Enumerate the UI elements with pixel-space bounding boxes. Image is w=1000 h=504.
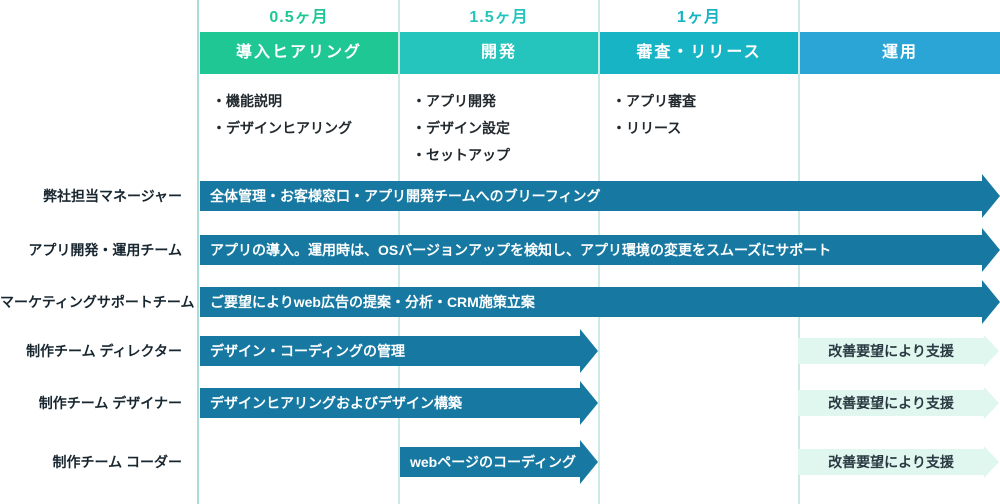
task-item: ・デザイン設定 <box>412 120 510 136</box>
grid-line <box>197 0 199 504</box>
phase-header-operation: 運用 <box>800 32 1000 74</box>
row-label-manager: 弊社担当マネージャー <box>42 188 182 204</box>
duration-label-phase2: 1.5ヶ月 <box>469 9 529 26</box>
row-label-dev-ops-team: アプリ開発・運用チーム <box>28 242 182 258</box>
timeline-arrow-coder: webページのコーディング <box>400 440 598 484</box>
timeline-arrow-designer: デザインヒアリングおよびデザイン構築 <box>200 381 598 425</box>
phase-header-development: 開発 <box>400 32 598 74</box>
row-label-director: 制作チーム ディレクター <box>26 343 182 359</box>
phase1-task-list: ・機能説明 ・デザインヒアリング <box>212 88 396 142</box>
phase-header-release: 審査・リリース <box>600 32 798 74</box>
timeline-arrow-dev-ops-team: アプリの導入。運用時は、OSバージョンアップを検知し、アプリ環境の変更をスムーズ… <box>200 228 1000 272</box>
task-item: ・アプリ審査 <box>612 93 696 109</box>
support-arrow-designer: 改善要望により支援 <box>798 387 999 419</box>
phase-header-hearing: 導入ヒアリング <box>200 32 398 74</box>
task-item: ・アプリ開発 <box>412 93 496 109</box>
task-item: ・リリース <box>612 120 682 136</box>
support-arrow-coder: 改善要望により支援 <box>798 446 999 478</box>
duration-label-phase3: 1ヶ月 <box>677 9 721 26</box>
task-item: ・機能説明 <box>212 93 282 109</box>
timeline-arrow-director: デザイン・コーディングの管理 <box>200 329 598 373</box>
task-item: ・セットアップ <box>412 147 510 163</box>
timeline-arrow-marketing-team: ご要望によりweb広告の提案・分析・CRM施策立案 <box>200 280 1000 324</box>
support-arrow-director: 改善要望により支援 <box>798 335 999 367</box>
row-label-designer: 制作チーム デザイナー <box>38 395 182 411</box>
duration-label-phase1: 0.5ヶ月 <box>269 9 329 26</box>
row-label-coder: 制作チーム コーダー <box>52 454 182 470</box>
phase2-task-list: ・アプリ開発 ・デザイン設定 ・セットアップ <box>412 88 596 169</box>
phase3-task-list: ・アプリ審査 ・リリース <box>612 88 796 142</box>
task-item: ・デザインヒアリング <box>212 120 352 136</box>
timeline-arrow-manager: 全体管理・お客様窓口・アプリ開発チームへのブリーフィング <box>200 174 1000 218</box>
row-label-marketing-team: マーケティングサポートチーム <box>0 294 195 310</box>
